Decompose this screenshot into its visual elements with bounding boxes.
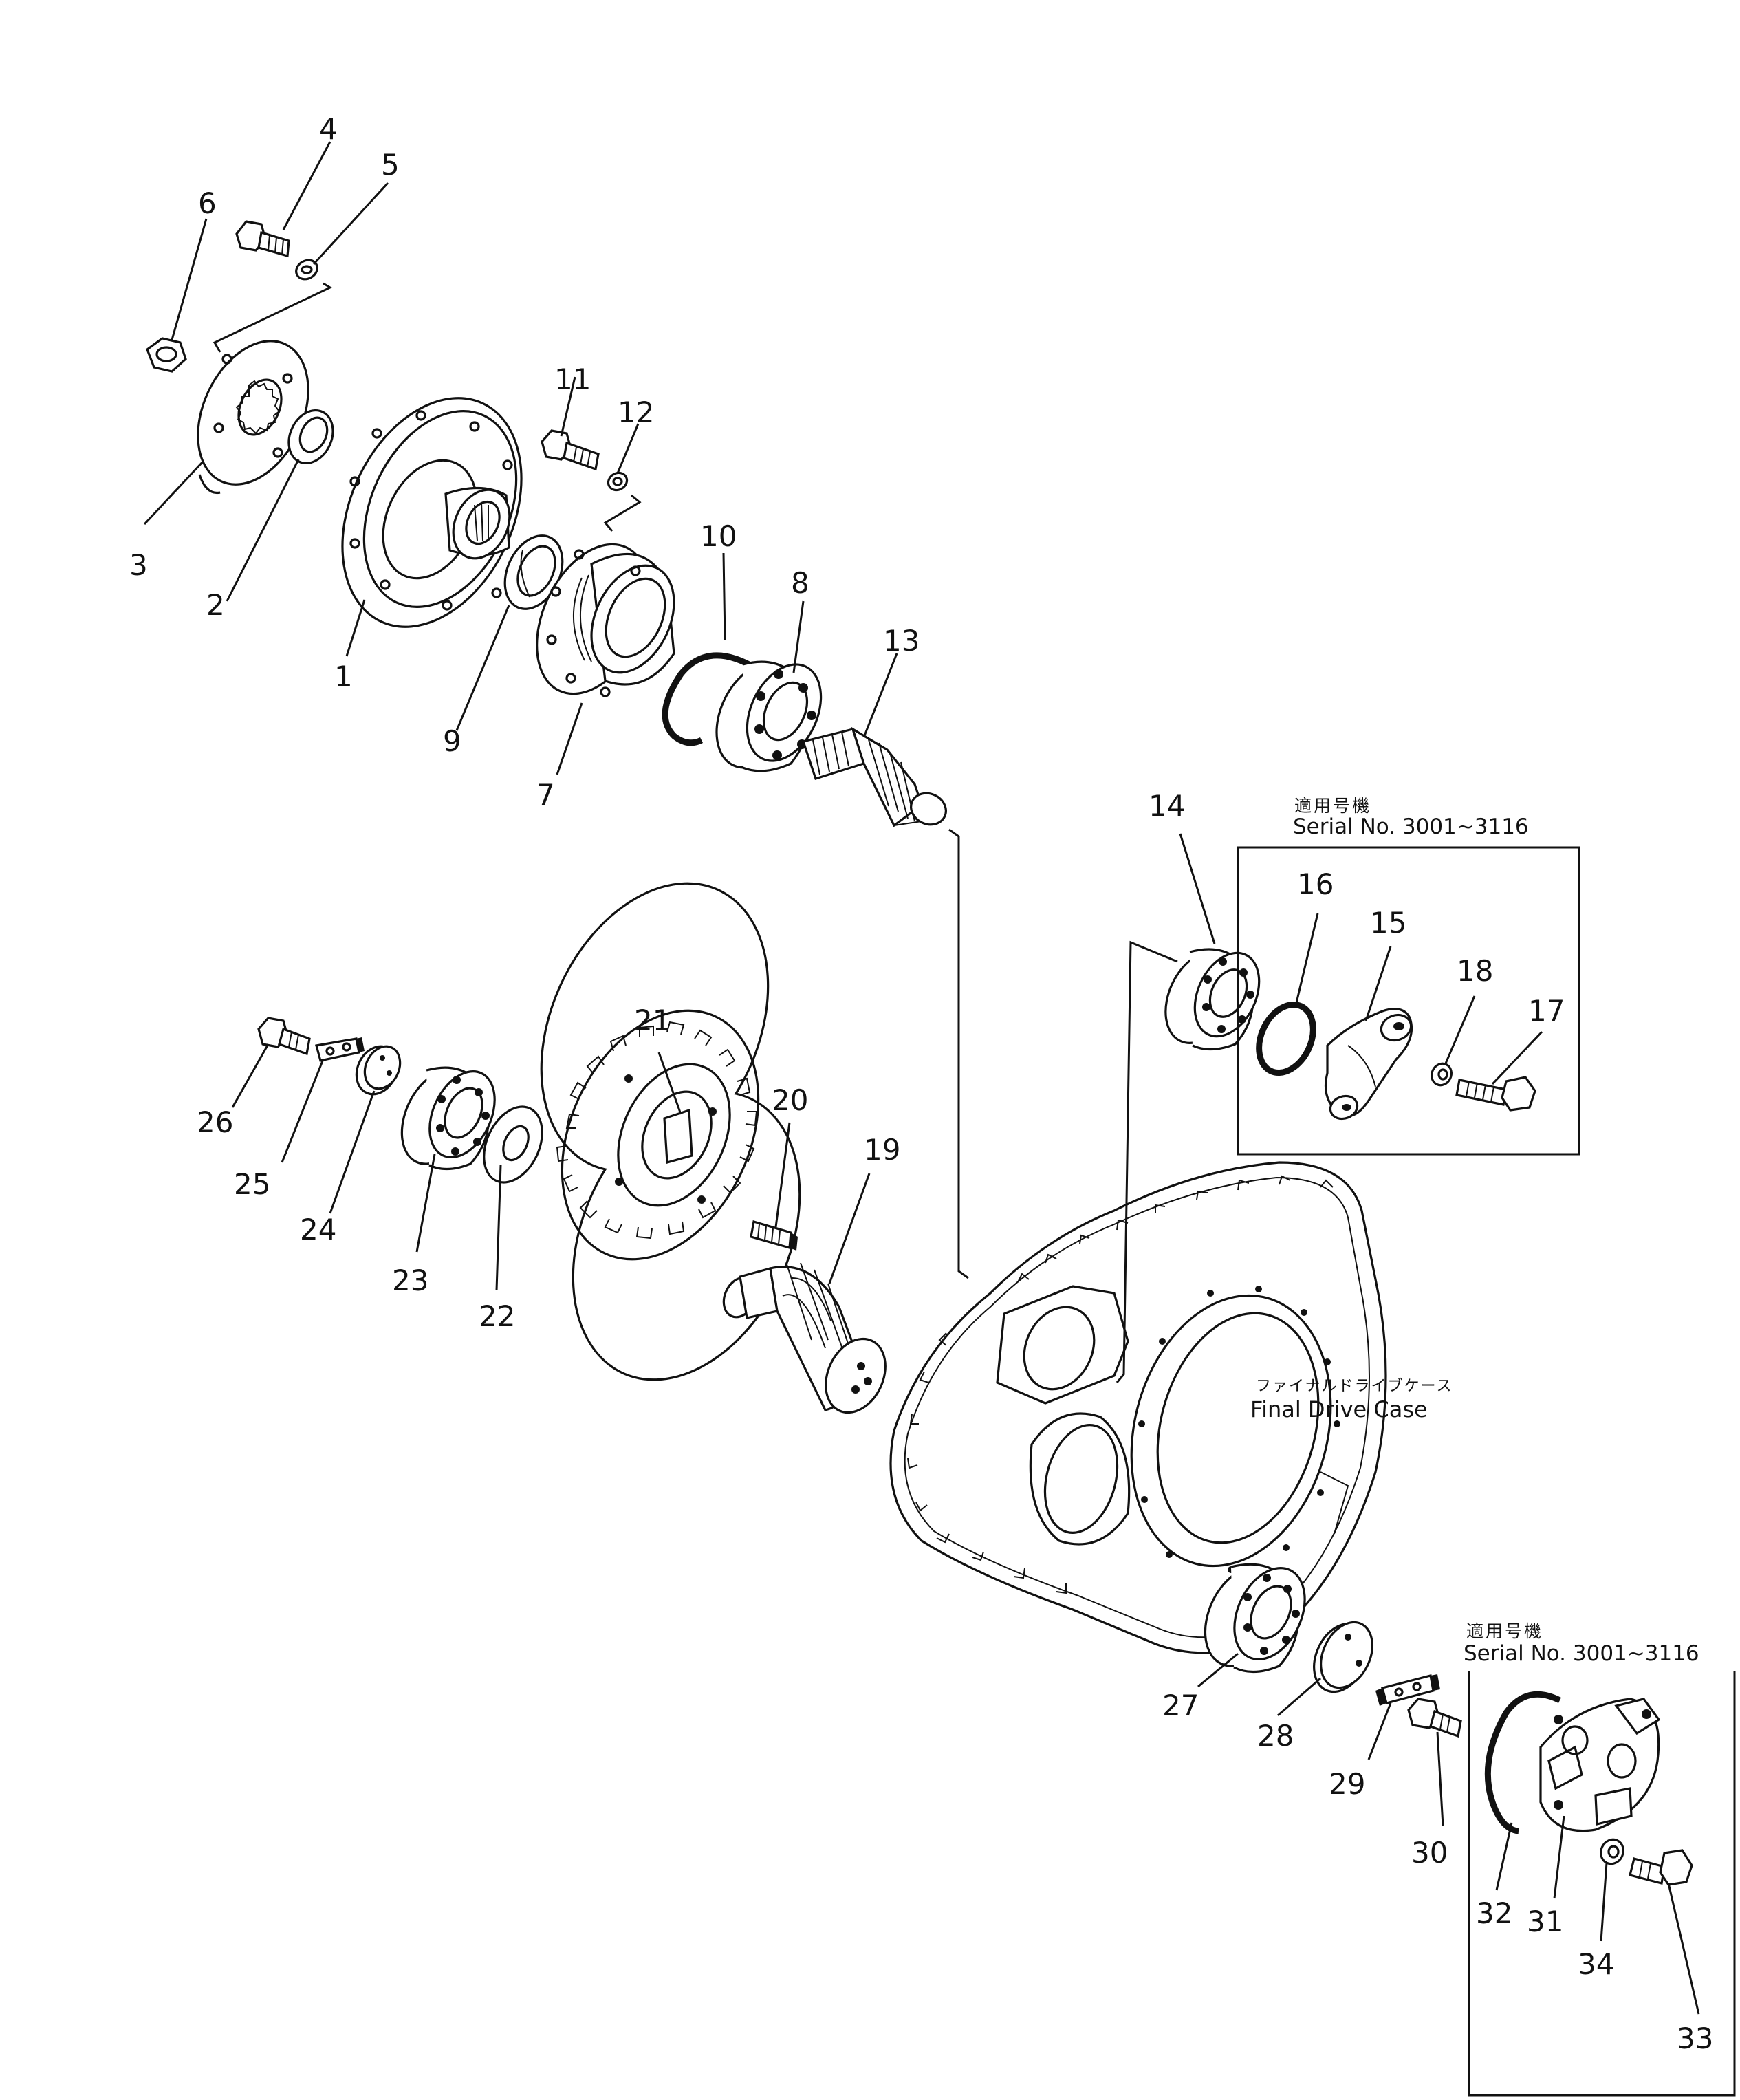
leader-lines (143, 141, 1700, 2015)
serial-upper-en: Serial No. 3001~3116 (1293, 814, 1529, 839)
serial-upper-jp: 適用号機 (1294, 796, 1371, 816)
callout-26: 26 (197, 1105, 233, 1139)
callout-32: 32 (1476, 1896, 1512, 1930)
callout-4: 4 (319, 112, 338, 146)
callout-24: 24 (300, 1213, 336, 1246)
final-drive-case (889, 1161, 1387, 1654)
callout-21: 21 (634, 1004, 671, 1037)
part-20-key (750, 1220, 798, 1251)
part-12-washer (607, 471, 629, 492)
callout-30: 30 (1411, 1836, 1448, 1870)
callout-8: 8 (791, 566, 809, 600)
callout-22: 22 (479, 1299, 515, 1333)
part-19-pinion (722, 1262, 887, 1414)
leader-14-to-case (1116, 940, 1178, 1383)
callout-12: 12 (618, 396, 654, 429)
callout-25: 25 (234, 1167, 270, 1201)
part-13-pinion-shaft (801, 726, 947, 827)
part-23-bearing (400, 1066, 496, 1171)
part-7-retainer (536, 543, 675, 697)
part-4-bolt (235, 220, 290, 258)
part-10-snap-ring (662, 652, 759, 746)
callout-34: 34 (1578, 1947, 1614, 1981)
part-24-cap (355, 1045, 402, 1096)
callout-14: 14 (1149, 789, 1185, 823)
part-29-lock-plate (1375, 1674, 1440, 1706)
callout-labels: 4 5 6 3 2 1 11 12 9 7 10 8 13 14 16 15 1… (129, 112, 1713, 2055)
part-6-nut (146, 337, 187, 373)
callout-29: 29 (1329, 1767, 1365, 1801)
callout-5: 5 (381, 148, 400, 182)
callout-2: 2 (206, 588, 225, 622)
callout-28: 28 (1257, 1719, 1294, 1753)
callout-10: 10 (700, 519, 737, 553)
case-label-en: Final Drive Case (1250, 1396, 1428, 1422)
callout-11: 11 (554, 362, 591, 396)
callout-33: 33 (1677, 2022, 1713, 2055)
part-31-cover (1539, 1698, 1661, 1832)
callout-27: 27 (1162, 1689, 1199, 1722)
part-28-cap (1313, 1621, 1373, 1693)
part-34-washer (1600, 1838, 1624, 1865)
callout-9: 9 (443, 724, 461, 758)
part-8-bearing (715, 660, 823, 772)
part-1-flange (341, 397, 523, 628)
part-26-bolt (257, 1017, 311, 1056)
part-33-bolt (1629, 1849, 1693, 1886)
part-16-o-ring (1256, 1001, 1316, 1076)
part-32-snap-ring (1484, 1691, 1562, 1834)
serial-box-upper: 適用号機 Serial No. 3001~3116 (1237, 796, 1580, 1156)
part-22-washer (483, 1105, 543, 1184)
serial-box-lower: 適用号機 Serial No. 3001~3116 (1464, 1621, 1736, 2097)
callout-3: 3 (129, 548, 148, 582)
callout-1: 1 (334, 660, 353, 693)
callout-20: 20 (772, 1083, 808, 1117)
callout-17: 17 (1528, 994, 1565, 1028)
part-15-cover (1324, 1008, 1413, 1121)
callout-16: 16 (1297, 867, 1334, 901)
callout-15: 15 (1370, 906, 1406, 940)
leader-bracket-4-5 (213, 282, 333, 353)
part-11-bolt (541, 429, 600, 471)
leader-13-to-case (948, 828, 969, 1279)
part-27-bearing (1204, 1563, 1306, 1674)
part-17-bolt (1455, 1076, 1536, 1112)
part-21-gear (540, 882, 801, 1381)
part-9-seal (503, 534, 564, 610)
callout-13: 13 (883, 624, 920, 658)
part-18-washer (1431, 1062, 1453, 1087)
part-5-washer (295, 259, 318, 281)
callout-6: 6 (198, 186, 217, 220)
serial-lower-jp: 適用号機 (1466, 1621, 1543, 1641)
callout-7: 7 (536, 778, 555, 812)
part-2-seal (287, 409, 334, 465)
callout-23: 23 (392, 1264, 428, 1297)
serial-lower-en: Serial No. 3001~3116 (1464, 1641, 1699, 1666)
part-3-plate (197, 340, 309, 495)
callout-18: 18 (1457, 954, 1493, 988)
case-label-jp: ファイナルドライブケース (1256, 1378, 1453, 1395)
callout-19: 19 (864, 1133, 900, 1167)
leader-bracket-11-12 (603, 494, 642, 532)
part-30-bolt (1407, 1698, 1462, 1738)
callout-31: 31 (1527, 1905, 1563, 1938)
part-25-lock-plate (314, 1037, 365, 1062)
